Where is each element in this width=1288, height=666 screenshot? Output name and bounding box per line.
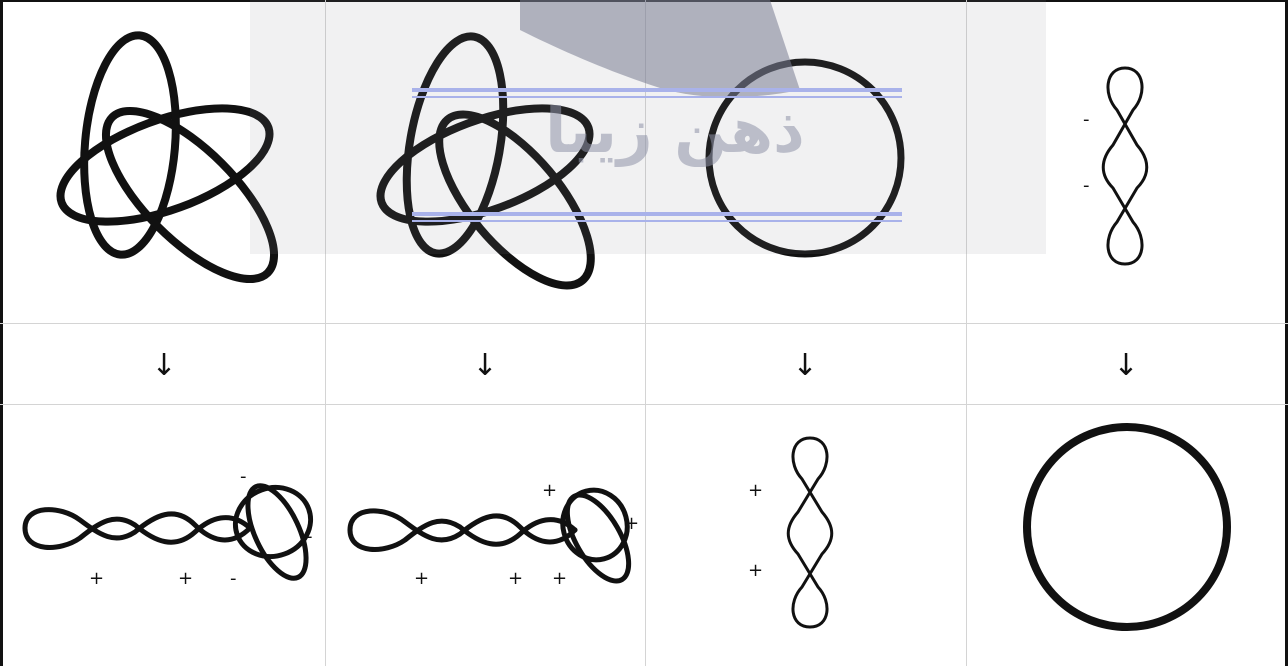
trefoil-knot-diagram (10, 15, 320, 315)
crossing-sign-label: - (1083, 175, 1090, 196)
twisted-loop-diagram (1095, 60, 1155, 270)
crossing-sign-label: + (89, 568, 105, 589)
crossing-sign-label: + (508, 568, 524, 589)
trefoil-knot-diagram-2 (335, 15, 640, 315)
unknot-circle-diagram-2 (1020, 420, 1234, 634)
watermark-line (412, 212, 902, 216)
unknot-circle-diagram (690, 55, 920, 265)
watermark-line (412, 96, 902, 98)
watermark-text: ذهن زیبا (545, 94, 805, 167)
twist-chain-knot-diagram-2 (340, 470, 640, 595)
down-arrow: ↓ (472, 348, 498, 383)
crossing-sign-label: + (624, 513, 640, 534)
crossing-sign-label: + (552, 568, 568, 589)
crossing-sign-label: - (240, 466, 247, 487)
watermark-line (412, 88, 902, 92)
row-divider-top (0, 323, 1288, 324)
twisted-loop-diagram-2 (780, 432, 840, 632)
column-divider-3 (966, 0, 967, 666)
crossing-sign-label: + (178, 568, 194, 589)
crossing-sign-label: + (748, 560, 764, 581)
down-arrow: ↓ (151, 348, 177, 383)
column-divider-1 (325, 0, 326, 666)
crossing-sign-label: - (230, 568, 237, 589)
twist-chain-knot-diagram (15, 470, 320, 595)
row-divider-bottom (0, 404, 1288, 405)
crossing-sign-label: + (542, 480, 558, 501)
column-divider-2 (645, 0, 646, 666)
watermark-line (412, 220, 902, 222)
down-arrow: ↓ (792, 348, 818, 383)
crossing-sign-label: - (1083, 109, 1090, 130)
crossing-sign-label: + (414, 568, 430, 589)
down-arrow: ↓ (1113, 348, 1139, 383)
crossing-sign-label: + (748, 480, 764, 501)
crossing-sign-label: - (306, 526, 313, 547)
